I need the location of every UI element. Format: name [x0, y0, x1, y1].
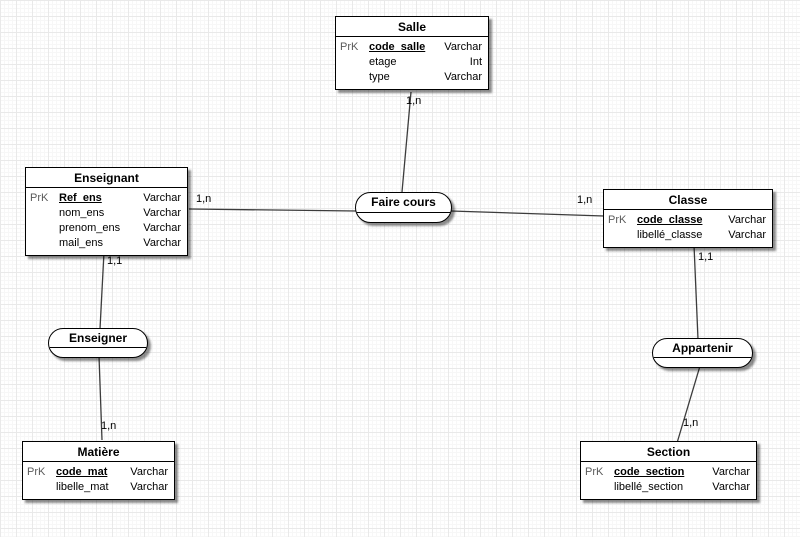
pk-indicator — [608, 228, 635, 243]
connector-salle-fairecours[interactable] — [401, 91, 412, 193]
relation-enseigner[interactable]: Enseigner — [48, 328, 148, 358]
connector-classe-appartenir[interactable] — [693, 244, 699, 340]
attribute-type: Varchar — [728, 214, 766, 226]
entity-salle[interactable]: Salle PrK code_salle Varchar etage Int t… — [335, 16, 489, 90]
pk-indicator: PrK — [30, 192, 49, 204]
attribute-row: PrK code_salle Varchar — [340, 40, 482, 55]
attribute-type: Varchar — [728, 229, 766, 241]
attribute-name: mail_ens — [59, 237, 104, 249]
attribute-type: Varchar — [143, 237, 181, 249]
attribute-row: mail_ens Varchar — [30, 236, 181, 251]
pk-indicator — [30, 206, 57, 221]
attribute-name: libellé_section — [614, 481, 684, 493]
attribute-row: libellé_section Varchar — [585, 480, 750, 495]
attribute-list: PrK code_classe Varchar libellé_classe V… — [604, 210, 772, 247]
attribute-type: Varchar — [712, 481, 750, 493]
pk-indicator — [340, 55, 367, 70]
entity-classe[interactable]: Classe PrK code_classe Varchar libellé_c… — [603, 189, 773, 248]
entity-title: Section — [581, 442, 756, 462]
attribute-name: etage — [369, 56, 397, 68]
attribute-type: Varchar — [143, 192, 181, 204]
pk-indicator: PrK — [27, 466, 46, 478]
entity-enseignant[interactable]: Enseignant PrK Ref_ens Varchar nom_ens V… — [25, 167, 188, 256]
attribute-row: type Varchar — [340, 70, 482, 85]
attribute-name: code_classe — [637, 214, 703, 226]
entity-title: Matière — [23, 442, 174, 462]
relation-label: Faire cours — [371, 195, 436, 209]
connector-enseigner-matiere[interactable] — [98, 355, 103, 441]
cardinality-classe-fairecours[interactable]: 1,n — [577, 194, 593, 206]
attribute-type: Varchar — [130, 466, 168, 478]
entity-title: Classe — [604, 190, 772, 210]
cardinality-enseignant-fairecours[interactable]: 1,n — [196, 193, 212, 205]
connector-enseignant-fairecours[interactable] — [188, 208, 357, 212]
attribute-row: PrK code_section Varchar — [585, 465, 750, 480]
cardinality-classe-appartenir[interactable]: 1,1 — [698, 251, 714, 263]
cardinality-salle-fairecours[interactable]: 1,n — [406, 95, 422, 107]
relation-label: Appartenir — [672, 341, 733, 355]
attribute-name: libellé_classe — [637, 229, 703, 241]
attribute-name: code_section — [614, 466, 685, 478]
cardinality-appartenir-section[interactable]: 1,n — [683, 417, 699, 429]
attribute-list: PrK Ref_ens Varchar nom_ens Varchar pren… — [26, 188, 187, 255]
pk-indicator — [340, 70, 367, 85]
entity-matiere[interactable]: Matière PrK code_mat Varchar libelle_mat… — [22, 441, 175, 500]
pk-indicator — [27, 480, 54, 495]
attribute-row: nom_ens Varchar — [30, 206, 181, 221]
attribute-list: PrK code_salle Varchar etage Int type Va… — [336, 37, 488, 89]
attribute-type: Varchar — [130, 481, 168, 493]
attribute-type: Varchar — [143, 222, 181, 234]
cardinality-enseignant-enseigner[interactable]: 1,1 — [107, 255, 123, 267]
relation-appartenir[interactable]: Appartenir — [652, 338, 753, 368]
relation-divider — [356, 212, 451, 222]
pk-indicator: PrK — [608, 214, 627, 226]
attribute-name: code_salle — [369, 41, 426, 53]
entity-title: Salle — [336, 17, 488, 37]
attribute-row: PrK code_mat Varchar — [27, 465, 168, 480]
pk-indicator — [30, 236, 57, 251]
attribute-type: Varchar — [712, 466, 750, 478]
attribute-row: libellé_classe Varchar — [608, 228, 766, 243]
cardinality-enseigner-matiere[interactable]: 1,n — [101, 420, 117, 432]
attribute-name: nom_ens — [59, 207, 105, 219]
attribute-row: etage Int — [340, 55, 482, 70]
attribute-type: Varchar — [444, 41, 482, 53]
connector-appartenir-section[interactable] — [676, 365, 701, 444]
attribute-row: prenom_ens Varchar — [30, 221, 181, 236]
attribute-list: PrK code_section Varchar libellé_section… — [581, 462, 756, 499]
attribute-name: prenom_ens — [59, 222, 121, 234]
relation-label: Enseigner — [68, 331, 128, 345]
attribute-name: type — [369, 71, 390, 83]
attribute-row: PrK Ref_ens Varchar — [30, 191, 181, 206]
attribute-type: Int — [469, 56, 482, 68]
attribute-type: Varchar — [444, 71, 482, 83]
attribute-row: libelle_mat Varchar — [27, 480, 168, 495]
relation-divider — [49, 347, 147, 357]
relation-faire-cours[interactable]: Faire cours — [355, 192, 452, 223]
pk-indicator: PrK — [585, 466, 604, 478]
connector-enseignant-enseigner[interactable] — [99, 251, 105, 330]
pk-indicator — [585, 480, 612, 495]
relation-divider — [653, 357, 752, 367]
entity-title: Enseignant — [26, 168, 187, 188]
attribute-name: code_mat — [56, 466, 108, 478]
attribute-row: PrK code_classe Varchar — [608, 213, 766, 228]
entity-section[interactable]: Section PrK code_section Varchar libellé… — [580, 441, 757, 500]
attribute-name: Ref_ens — [59, 192, 102, 204]
attribute-type: Varchar — [143, 207, 181, 219]
attribute-name: libelle_mat — [56, 481, 109, 493]
connector-fairecours-classe[interactable] — [450, 210, 605, 217]
pk-indicator — [30, 221, 57, 236]
attribute-list: PrK code_mat Varchar libelle_mat Varchar — [23, 462, 174, 499]
pk-indicator: PrK — [340, 41, 359, 53]
